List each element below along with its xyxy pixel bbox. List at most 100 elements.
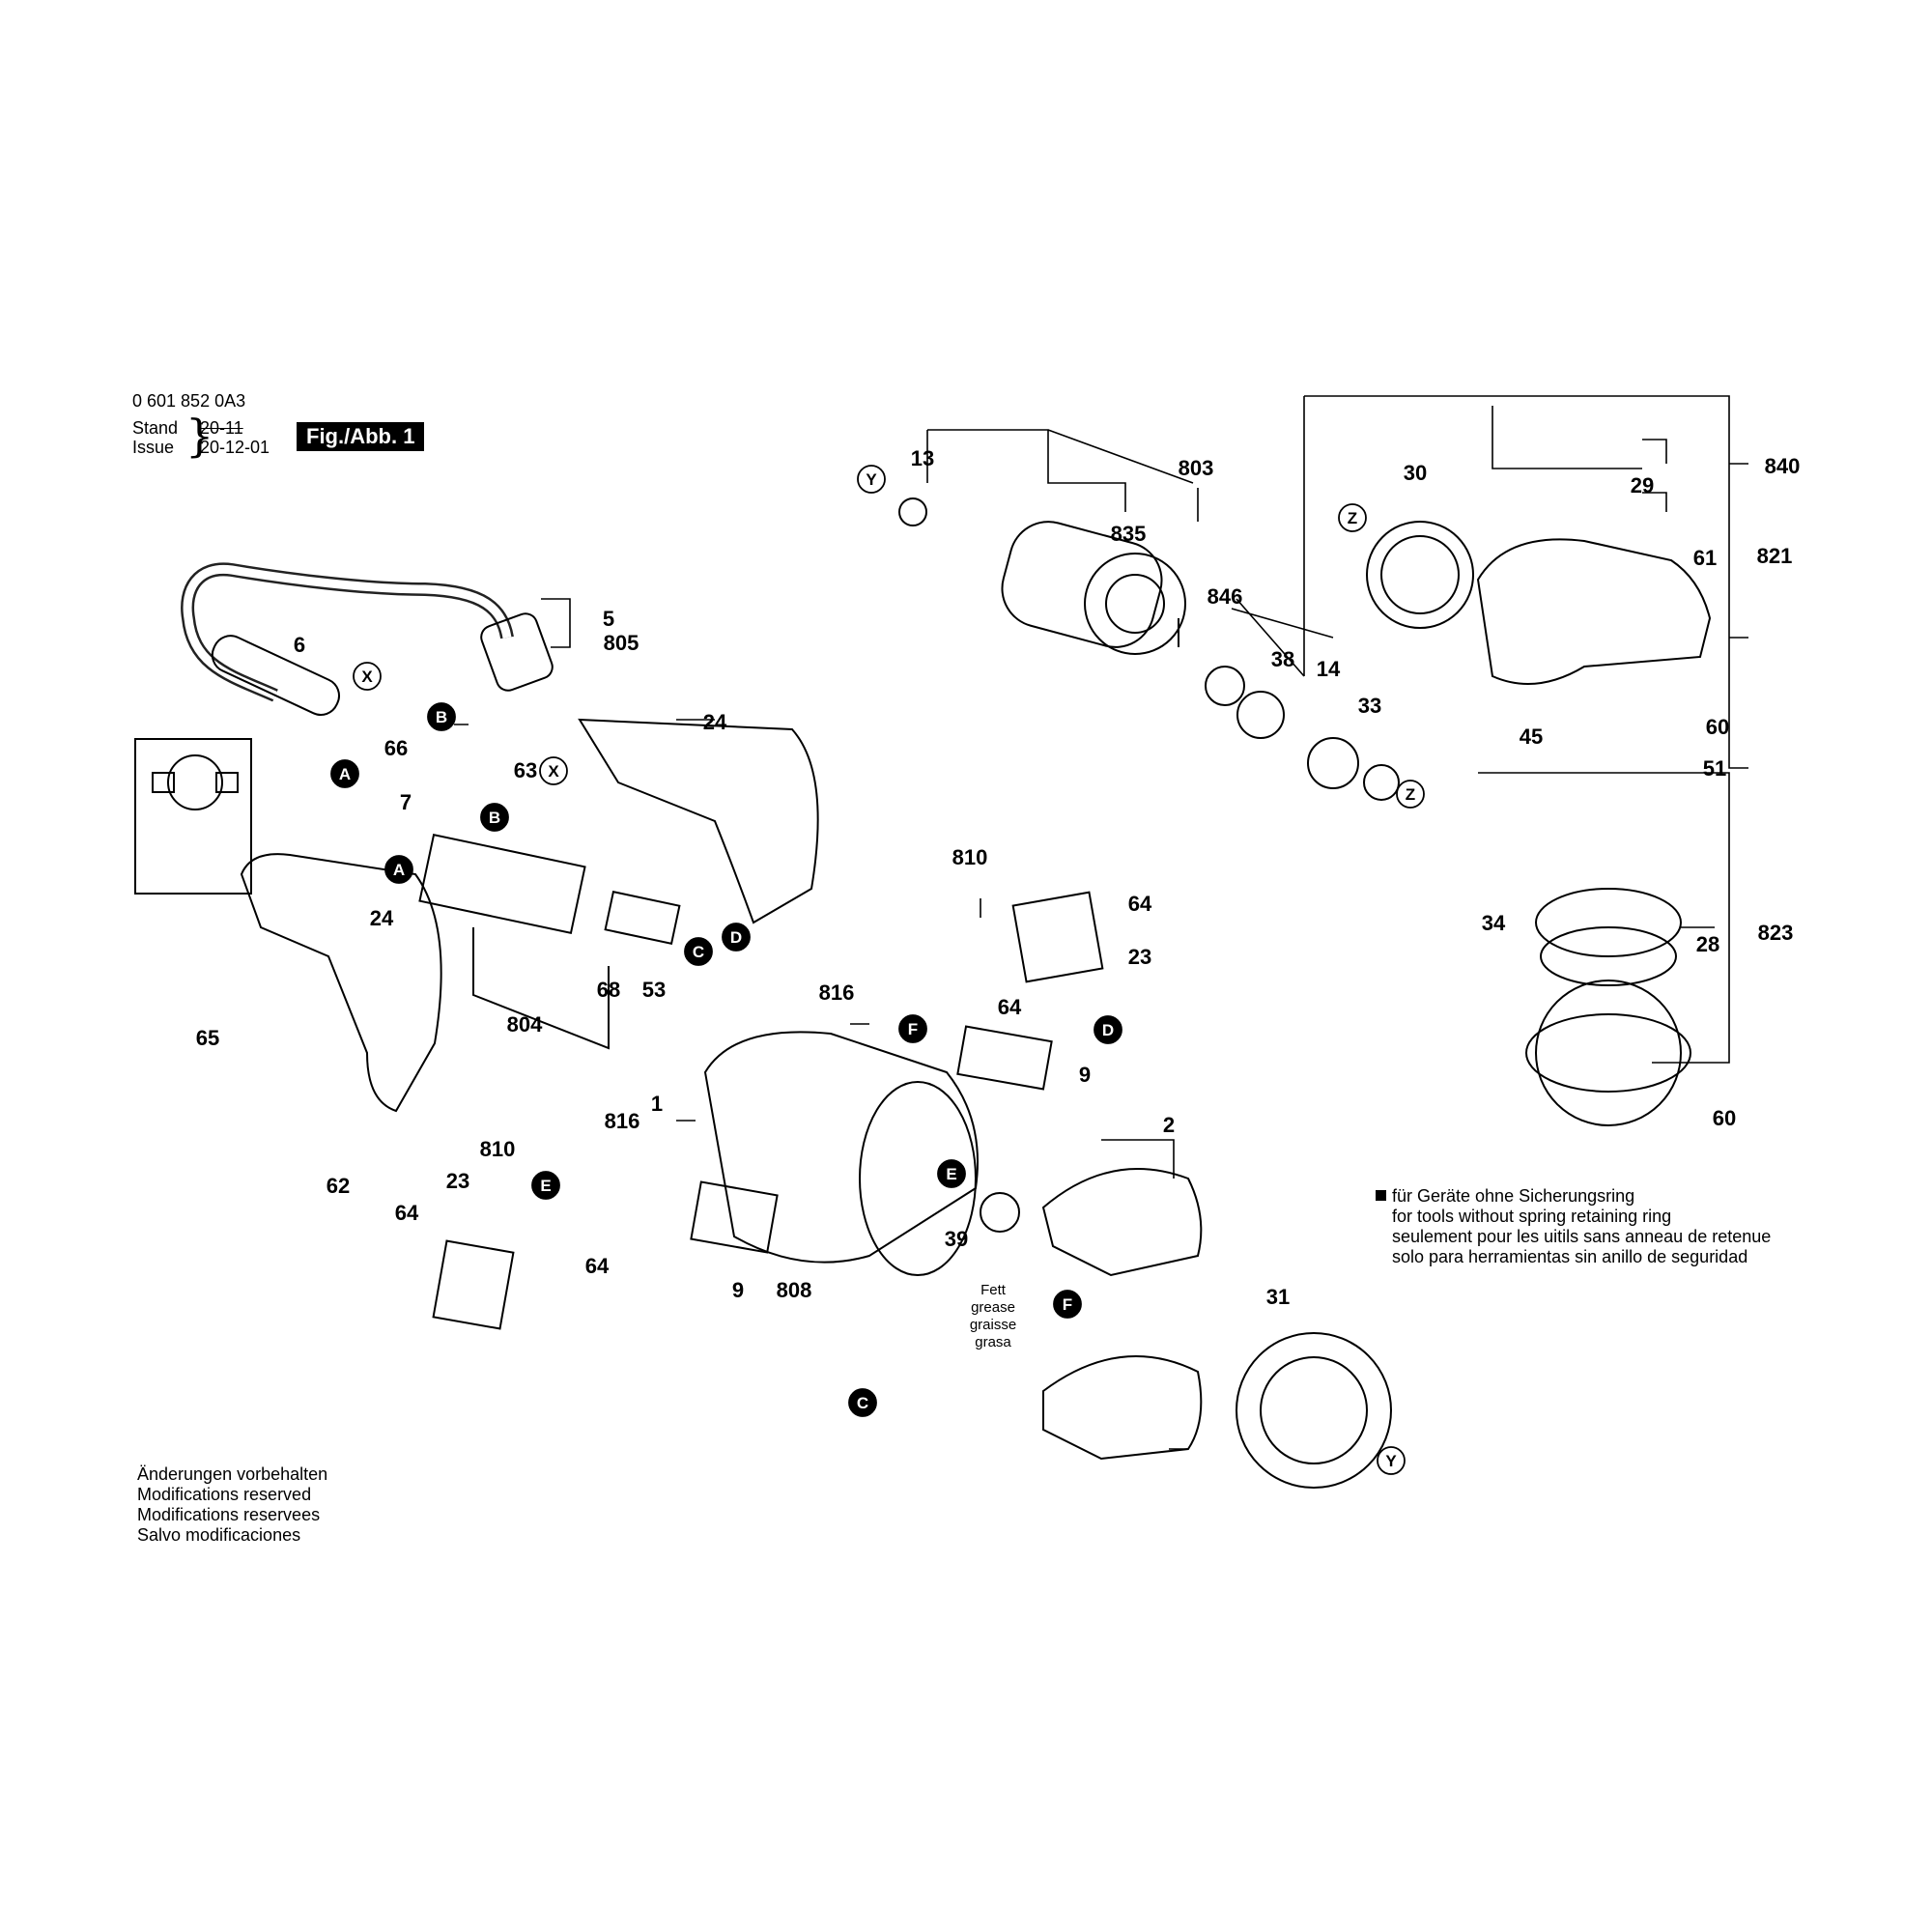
callout-804: 804 — [507, 1012, 543, 1037]
marker-letter: E — [540, 1177, 551, 1195]
issue-label: Issue — [132, 438, 175, 457]
callout-29: 29 — [1631, 473, 1654, 497]
marker-c: C — [848, 1388, 877, 1417]
marker-circle — [937, 1159, 966, 1188]
callout-53: 53 — [642, 978, 666, 1002]
callout-816: 816 — [819, 980, 855, 1005]
marker-y: Y — [1377, 1446, 1406, 1475]
marker-letter: C — [857, 1394, 868, 1412]
note-line-fr: seulement pour les uitils sans anneau de… — [1392, 1227, 1772, 1246]
note-line-en: for tools without spring retaining ring — [1392, 1207, 1672, 1226]
callout-24: 24 — [370, 906, 394, 930]
marker-circle — [684, 937, 713, 966]
marker-letter: D — [730, 928, 742, 947]
callout-24: 24 — [703, 710, 727, 734]
grease-note-line: Fett — [980, 1282, 1007, 1298]
callout-7: 7 — [400, 790, 412, 814]
callout-816: 816 — [605, 1109, 640, 1133]
note-line-es: solo para herramientas sin anillo de seg… — [1392, 1247, 1748, 1266]
modifications-es: Salvo modificaciones — [137, 1525, 301, 1545]
marker-circle — [848, 1388, 877, 1417]
callout-9: 9 — [732, 1278, 744, 1302]
marker-letter: A — [339, 765, 351, 783]
grease-note-line: grasa — [975, 1334, 1011, 1350]
callout-62: 62 — [327, 1174, 350, 1198]
marker-z: Z — [1338, 503, 1367, 532]
rear-handle-lower-drawing — [240, 853, 442, 1113]
marker-y: Y — [857, 465, 886, 494]
switch-drawing — [418, 833, 586, 935]
marker-letter: Z — [1406, 785, 1415, 804]
marker-x: X — [539, 756, 568, 785]
callout-60: 60 — [1713, 1106, 1736, 1130]
grease-note-line: graisse — [970, 1317, 1016, 1333]
callout-803: 803 — [1179, 456, 1214, 480]
callout-23: 23 — [446, 1169, 469, 1193]
callout-64: 64 — [1128, 892, 1152, 916]
marker-circle — [857, 465, 886, 494]
leader-lines — [454, 395, 1748, 1450]
marker-letter: F — [1063, 1295, 1072, 1314]
marker-a: A — [384, 855, 413, 884]
callout-39: 39 — [945, 1227, 968, 1251]
callout-31: 31 — [1266, 1285, 1290, 1309]
issue-value: 20-12-01 — [200, 438, 270, 457]
marker-circle — [480, 803, 509, 832]
modifications-fr: Modifications reservees — [137, 1505, 321, 1524]
armature-drawing — [1001, 521, 1163, 648]
callout-64: 64 — [585, 1254, 610, 1278]
plug-drawing — [480, 612, 554, 692]
figure-badge: Fig./Abb. 1 — [297, 422, 425, 451]
marker-d: D — [722, 923, 751, 952]
marker-circle — [722, 923, 751, 952]
marker-circle — [1338, 503, 1367, 532]
field-coil-upper-drawing — [1041, 1168, 1203, 1277]
marker-d: D — [1094, 1015, 1122, 1044]
field-coil-lower-drawing — [1042, 1355, 1203, 1461]
callout-63: 63 — [514, 758, 537, 782]
brace-glyph: } — [185, 410, 214, 462]
callout-2: 2 — [1163, 1113, 1175, 1137]
callout-51: 51 — [1703, 756, 1726, 781]
callout-30: 30 — [1404, 461, 1427, 485]
marker-circle — [1094, 1015, 1122, 1044]
callout-66: 66 — [384, 736, 408, 760]
motor-housing-drawing — [703, 1031, 979, 1264]
marker-e: E — [937, 1159, 966, 1188]
marker-letter: Y — [1385, 1452, 1397, 1470]
marker-letter: E — [946, 1165, 956, 1183]
square-bullet-icon — [1376, 1190, 1386, 1201]
gear-assembly-drawing — [1535, 980, 1682, 1126]
stand-label: Stand — [132, 418, 179, 438]
stand-value: 20-11 — [200, 418, 243, 438]
marker-f: F — [1053, 1290, 1082, 1319]
marker-letter: C — [693, 943, 704, 961]
marker-letter: D — [1102, 1021, 1114, 1039]
callout-810: 810 — [480, 1137, 516, 1161]
marker-letter: B — [436, 708, 447, 726]
marker-circle — [1377, 1446, 1406, 1475]
callout-38: 38 — [1271, 647, 1294, 671]
callout-13: 13 — [911, 446, 934, 470]
callout-821: 821 — [1757, 544, 1793, 568]
grease-note: Fett grease graisse grasa — [970, 1282, 1016, 1350]
callout-808: 808 — [777, 1278, 812, 1302]
callout-34: 34 — [1482, 911, 1506, 935]
part-number: 0 601 852 0A3 — [132, 391, 246, 411]
retaining-ring-note: für Geräte ohne Sicherungsring for tools… — [1376, 1186, 1771, 1267]
callout-14: 14 — [1317, 657, 1341, 681]
callout-28: 28 — [1696, 932, 1719, 956]
modifications-de: Änderungen vorbehalten — [137, 1464, 328, 1484]
marker-letter: Y — [866, 470, 877, 489]
callout-835: 835 — [1111, 522, 1147, 546]
marker-circle — [384, 855, 413, 884]
callout-840: 840 — [1765, 454, 1801, 478]
callout-61: 61 — [1693, 546, 1717, 570]
marker-letter: Z — [1348, 509, 1357, 527]
marker-b: B — [427, 702, 456, 731]
marker-c: C — [684, 937, 713, 966]
grease-note-line: grease — [971, 1299, 1015, 1316]
brush-holder-drawing — [1011, 891, 1104, 983]
